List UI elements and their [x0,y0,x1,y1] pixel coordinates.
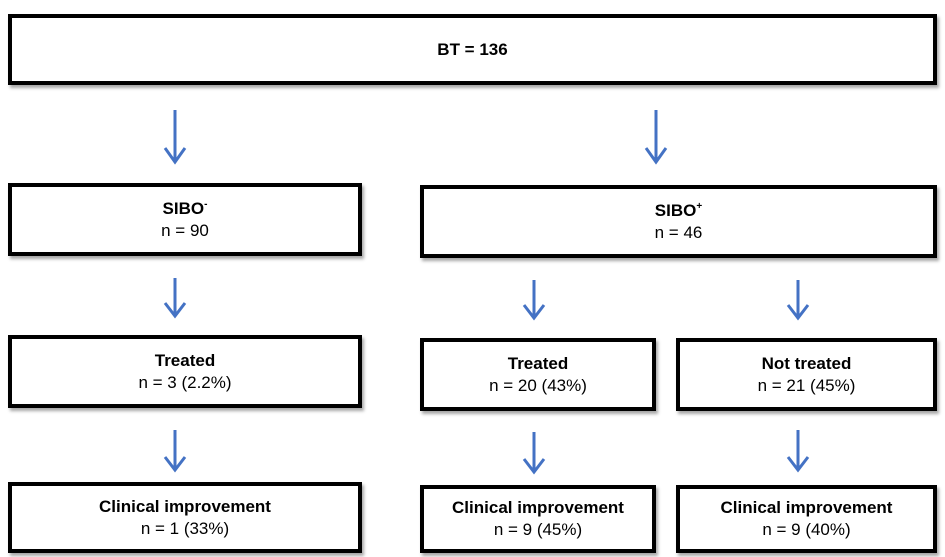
arrow-root-to-sibo-pos [644,110,668,165]
sibo-negative-title: SIBO- [162,198,208,218]
arrow-pos-not-treated-to-improvement [786,430,810,473]
pos-not-treated-improvement-title: Clinical improvement [720,498,893,517]
pos-treated-improvement-title: Clinical improvement [452,498,624,517]
sibo-positive-title: SIBO+ [654,200,703,220]
neg-improvement-box: Clinical improvement n = 1 (33%) [8,482,362,553]
arrow-neg-treated-to-improvement [163,430,187,473]
neg-improvement-count: n = 1 (33%) [140,518,230,538]
root-title: BT = 136 [437,39,508,59]
neg-improvement-title: Clinical improvement [99,496,271,516]
pos-not-treated-box: Not treated n = 21 (45%) [676,338,937,411]
neg-treated-count: n = 3 (2.2%) [138,372,232,392]
pos-not-treated-improvement-box: Clinical improvement n = 9 (40%) [676,485,937,553]
pos-treated-improvement-count: n = 9 (45%) [493,520,583,539]
sibo-positive-sup: + [696,200,703,212]
pos-not-treated-count: n = 21 (45%) [757,375,856,395]
pos-not-treated-improvement-count: n = 9 (40%) [762,520,851,539]
sibo-positive-count: n = 46 [654,222,703,242]
pos-treated-improvement-box: Clinical improvement n = 9 (45%) [420,485,656,553]
pos-treated-title: Treated [507,353,569,373]
sibo-positive-box: SIBO+ n = 46 [420,185,937,258]
pos-not-treated-title: Not treated [761,353,852,373]
arrow-sibo-pos-to-treated [522,280,546,321]
neg-treated-title: Treated [154,350,216,370]
sibo-negative-count: n = 90 [161,220,209,240]
neg-treated-box: Treated n = 3 (2.2%) [8,335,362,408]
sibo-negative-sup: - [204,198,208,210]
arrow-root-to-sibo-neg [163,110,187,165]
pos-treated-box: Treated n = 20 (43%) [420,338,656,411]
arrow-sibo-pos-to-not-treated [786,280,810,321]
root-box: BT = 136 [8,14,937,85]
pos-treated-count: n = 20 (43%) [489,375,587,395]
arrow-sibo-neg-to-treated [163,278,187,319]
arrow-pos-treated-to-improvement [522,432,546,475]
sibo-negative-box: SIBO- n = 90 [8,183,362,256]
